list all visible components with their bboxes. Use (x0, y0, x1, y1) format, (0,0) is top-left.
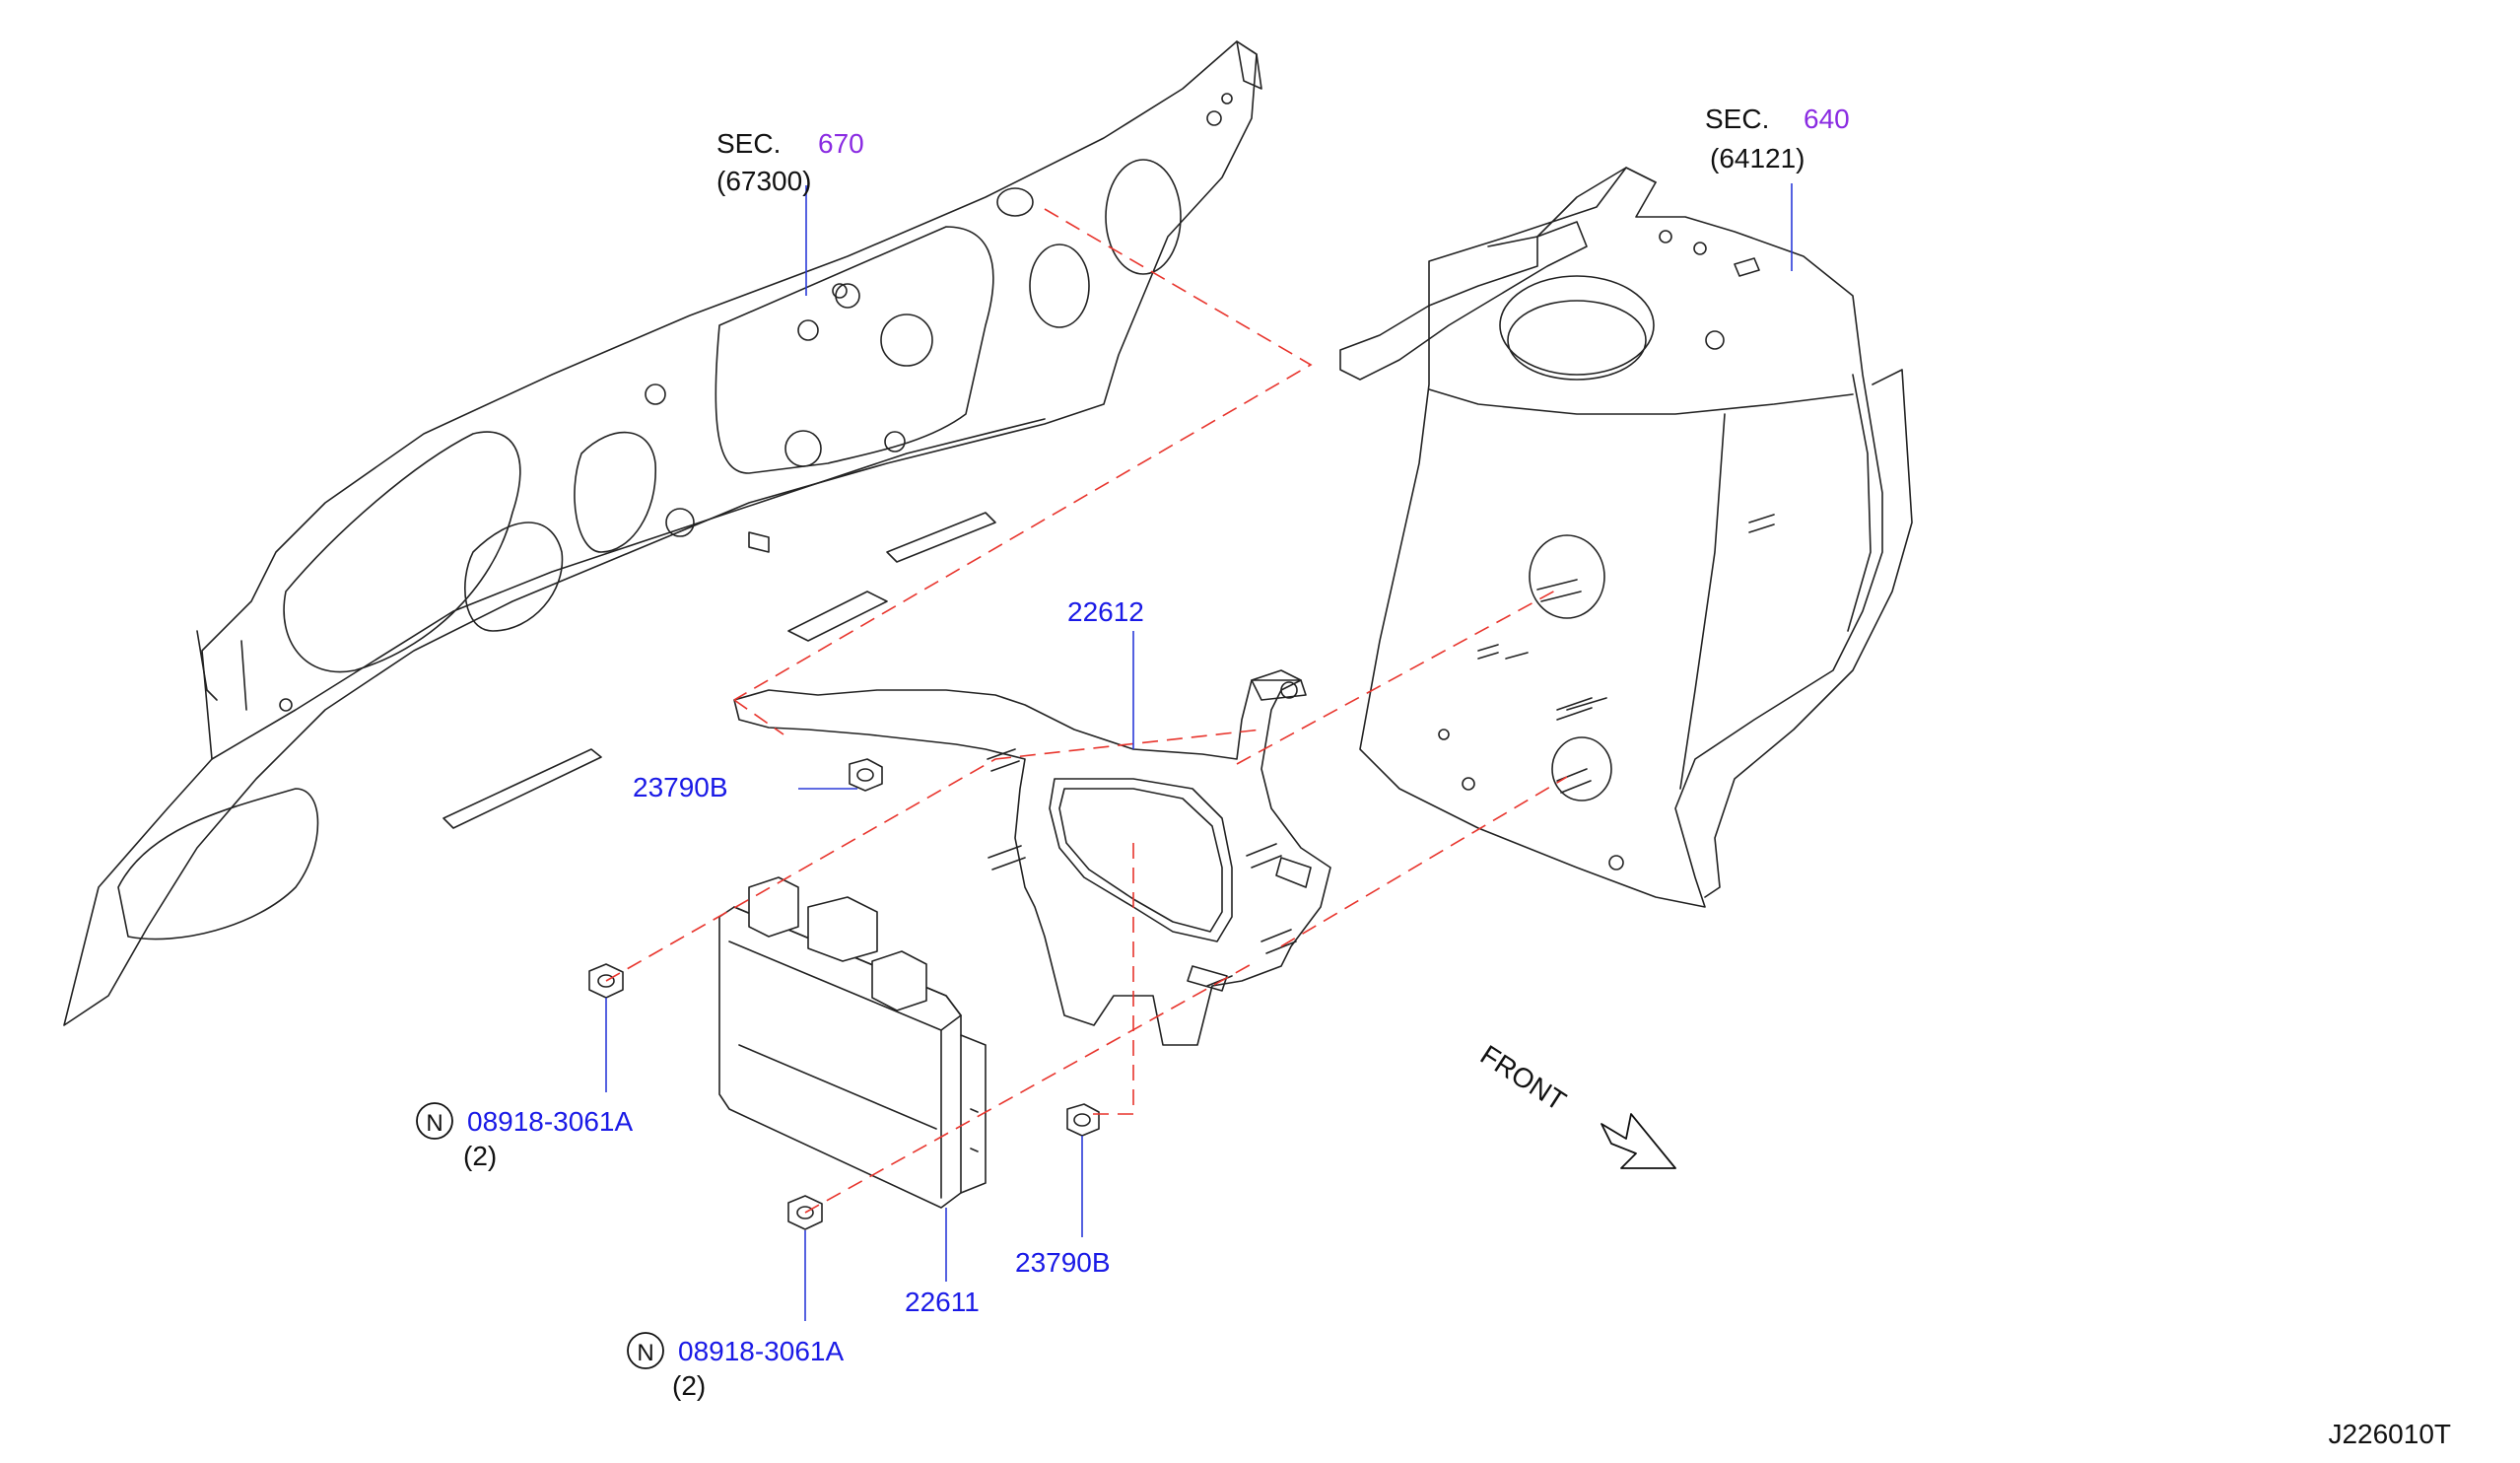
label-bolt-left: N 08918-3061A (2) (416, 1102, 633, 1171)
n-marker-bottom: N (637, 1340, 653, 1366)
figure-id: J226010T (2328, 1419, 2451, 1449)
leader-lines (605, 183, 1793, 1321)
label-sec-640: SEC. 640 (64121) (1705, 104, 1850, 174)
sec-640-number[interactable]: 640 (1804, 104, 1850, 134)
qty-bolt-bottom: (2) (672, 1370, 706, 1401)
studs (987, 579, 1607, 987)
sec-670-sub: (67300) (716, 166, 812, 196)
part-number-ecm[interactable]: 22611 (905, 1287, 980, 1317)
sec-640-sub: (64121) (1710, 143, 1805, 174)
dash-panel (63, 40, 1262, 1026)
phantom-lines (605, 208, 1568, 1214)
nut-23790b-lower (1066, 1103, 1100, 1137)
sec-640-prefix: SEC. (1705, 104, 1769, 134)
front-arrow-icon (1601, 1113, 1676, 1169)
front-indicator: FRONT (1475, 1039, 1676, 1169)
qty-bolt-left: (2) (463, 1141, 497, 1171)
front-label: FRONT (1475, 1039, 1572, 1117)
sec-670-prefix: SEC. (716, 128, 781, 159)
circle-n-icon (416, 1102, 453, 1140)
part-number-nut-upper[interactable]: 23790B (633, 772, 728, 802)
label-sec-670: SEC. 670 (67300) (716, 128, 864, 196)
nut-23790b-upper (849, 758, 883, 792)
strut-housing (1339, 167, 1913, 908)
part-number-bracket[interactable]: 22612 (1067, 596, 1144, 627)
ecm-bracket (733, 669, 1331, 1046)
label-bolt-bottom: N 08918-3061A (2) (627, 1332, 844, 1401)
part-number-bolt-bottom[interactable]: 08918-3061A (678, 1336, 844, 1366)
ecm-unit (718, 876, 987, 1209)
circle-n-icon (627, 1332, 664, 1369)
part-number-nut-lower[interactable]: 23790B (1015, 1247, 1111, 1278)
sec-670-number[interactable]: 670 (818, 128, 864, 159)
n-marker-left: N (426, 1110, 443, 1137)
part-number-bolt-left[interactable]: 08918-3061A (467, 1106, 633, 1137)
